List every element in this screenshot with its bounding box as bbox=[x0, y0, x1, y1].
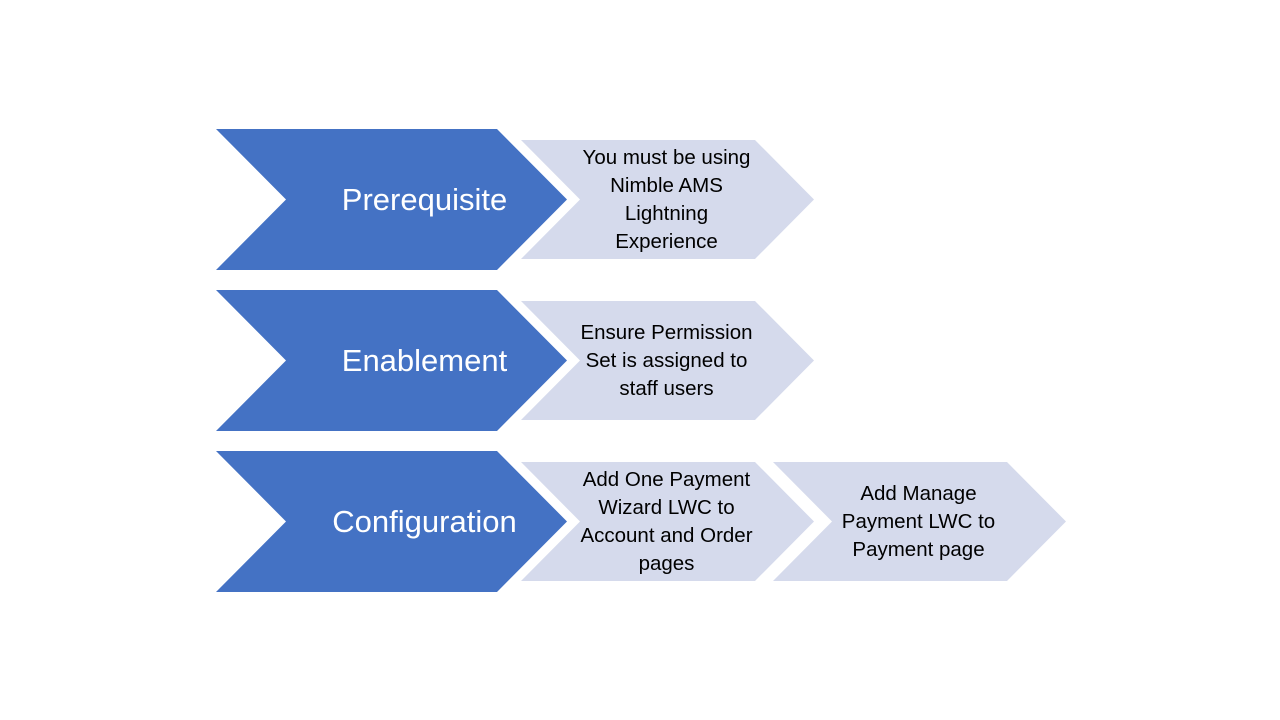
detail-text: Add Manage Payment LWC to Payment page bbox=[841, 481, 996, 561]
detail-text: Ensure Permission Set is assigned to sta… bbox=[580, 320, 753, 400]
step-label: Enablement bbox=[341, 342, 508, 378]
step-chevron-enablement: Enablement bbox=[216, 290, 567, 431]
step-chevron-prerequisite: Prerequisite bbox=[216, 129, 567, 270]
step-label: Prerequisite bbox=[341, 181, 508, 217]
step-label: Configuration bbox=[332, 503, 517, 539]
step-chevron-configuration: Configuration bbox=[216, 451, 567, 592]
detail-text: You must be using Nimble AMS Lightning E… bbox=[582, 145, 751, 253]
detail-chevron-configuration-1: Add One Payment Wizard LWC to Account an… bbox=[521, 462, 814, 581]
detail-text: Add One Payment Wizard LWC to Account an… bbox=[580, 467, 753, 575]
detail-chevron-enablement-1: Ensure Permission Set is assigned to sta… bbox=[521, 301, 814, 420]
detail-chevron-configuration-2: Add Manage Payment LWC to Payment page bbox=[773, 462, 1066, 581]
